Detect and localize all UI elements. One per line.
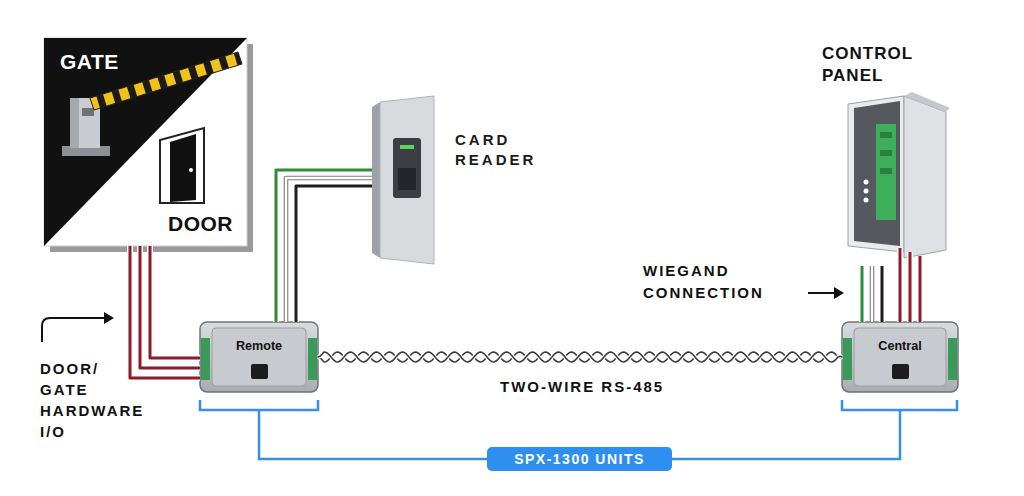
wire [909,252,912,322]
wire [871,266,873,322]
wire [140,246,200,368]
door-title: DOOR [168,212,233,236]
card-reader: CARD READER [372,95,434,267]
wire [919,256,922,322]
unit-name: Central [842,339,958,353]
wire [276,170,372,322]
wire-connector [276,170,372,322]
central-unit-illustration [842,322,958,392]
wire [859,266,865,322]
control-panel-illustration [848,92,950,258]
wire [318,352,842,362]
wire [296,186,372,322]
wire [286,178,372,322]
gate-door-panel: GATE DOOR [44,38,247,246]
wire [318,352,842,362]
wire-connector [130,246,200,378]
wire [899,248,902,322]
edge-label: TWO-WIRE RS-485 [497,377,667,397]
wiegand-label: WIEGAND CONNECTION [643,260,801,304]
pointer-arrow [808,292,834,294]
card-reader-title: CARD READER [455,130,559,170]
unit-name: Remote [200,339,318,353]
control-panel: CONTROL PANEL [848,95,946,252]
wire [917,256,923,322]
pointer-arrow [42,318,104,342]
wire [907,252,913,322]
wire [897,248,903,322]
gate-door-illustration [44,38,253,252]
wire [318,352,842,362]
remote-unit: Remote [200,322,318,392]
wire [140,246,200,368]
wire [286,178,372,322]
wire [881,266,884,322]
arrow-head [104,312,114,324]
hardware-io-label: DOOR/ GATE HARDWARE I/O [40,358,152,442]
arrow-head [834,287,844,299]
wire [879,266,885,322]
wire [296,186,372,322]
wire [861,266,864,322]
units-pill: SPX-1300 UNITS [487,447,672,471]
gate-title: GATE [60,50,119,74]
wire [150,246,200,358]
wire [130,246,200,378]
card-reader-illustration [372,96,434,264]
control-panel-title: CONTROL PANEL [822,43,944,87]
wire [130,246,200,378]
remote-unit-illustration [200,322,318,392]
wire [870,266,875,322]
wire [318,352,842,362]
wire-connector [318,352,842,362]
wire [150,246,200,358]
wire-connector [862,248,920,322]
central-unit: Central [842,322,958,392]
wire [276,170,372,322]
